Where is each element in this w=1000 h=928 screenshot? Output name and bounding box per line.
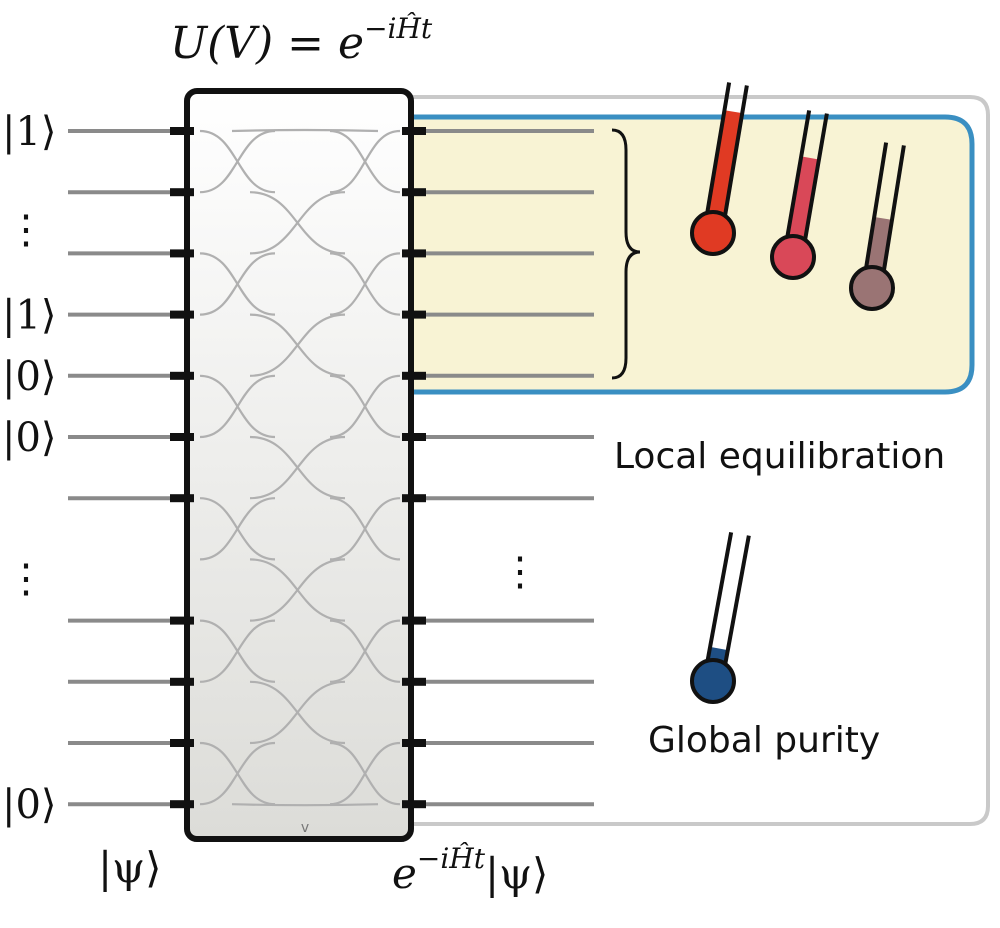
thermometer-bulb [770, 234, 816, 280]
thermometer-tube [722, 85, 749, 218]
input-state-label: |0⟩ [2, 415, 57, 461]
output-port [402, 127, 426, 135]
braid-strand [329, 374, 401, 439]
braid-strand [231, 803, 379, 807]
braid-strand [249, 680, 346, 745]
unitary-formula-exponent: −iĤt [364, 12, 433, 45]
braid-strand [199, 252, 276, 316]
braid-strand [329, 129, 401, 194]
thermometer-bulb [690, 658, 736, 704]
input-state-label: |1⟩ [2, 293, 57, 339]
evolved-state-exponent: −iĤt [417, 842, 486, 875]
output-port [402, 188, 426, 197]
output-port [402, 249, 426, 258]
braid-crossings [199, 128, 401, 807]
braid-strand [249, 313, 346, 377]
braid-strand [329, 252, 401, 316]
unitary-formula: U(V) = e−iĤt [170, 12, 433, 69]
braid-strand [329, 497, 401, 561]
output-port [402, 494, 426, 503]
input-port [170, 739, 194, 747]
thermometer-pink [770, 110, 829, 280]
output-port [402, 371, 426, 380]
thermometer-tube [723, 535, 751, 666]
thermometer-bulb [690, 210, 736, 256]
output-port [402, 677, 426, 686]
wire-ports [170, 127, 426, 809]
local-equilibration-label: Local equilibration [614, 436, 945, 477]
output-wires [408, 129, 594, 807]
thermometer-bulb [849, 265, 895, 311]
thermometer-tube [705, 532, 734, 663]
output-port [402, 310, 426, 319]
braid-strand [231, 128, 379, 133]
output-port [402, 433, 426, 441]
thermometer-tube [863, 142, 889, 270]
local-subsystem-border [410, 114, 975, 395]
input-state-labels: |1⟩ ⋮ |1⟩ |0⟩ |0⟩ ⋮ |0⟩ [2, 109, 57, 828]
braid-strand [329, 619, 401, 683]
thermometer-tube [802, 113, 829, 242]
input-port [170, 800, 194, 809]
thermometer-fill [707, 110, 743, 217]
braid-strand [199, 129, 276, 194]
output-port [402, 616, 426, 625]
input-state-label: |1⟩ [2, 109, 57, 155]
input-port [170, 188, 194, 197]
evolved-state-label: e−iĤt|ψ⟩ [392, 842, 548, 898]
local-subsystem-region [410, 117, 972, 392]
thermometer-red [690, 82, 749, 256]
input-wires [68, 129, 190, 807]
box-bottom-mark: v [301, 820, 309, 836]
braid-strand [199, 619, 276, 683]
input-port [170, 310, 194, 319]
thermometer-tube [881, 145, 906, 272]
input-port [170, 249, 194, 258]
input-port [170, 371, 194, 380]
braid-strand [249, 191, 346, 255]
input-port [170, 494, 194, 503]
output-port [402, 739, 426, 747]
thermometer-mauve [849, 142, 906, 311]
output-ellipsis: ⋮ [500, 549, 540, 595]
input-ellipsis: ⋮ [6, 207, 46, 253]
output-port [402, 800, 426, 809]
input-ellipsis: ⋮ [6, 556, 46, 602]
global-purity-label: Global purity [648, 720, 880, 761]
braid-strand [199, 741, 276, 806]
thermometer-blue [690, 532, 751, 704]
thermometer-tube [785, 110, 812, 239]
braid-strand [199, 374, 276, 439]
input-port [170, 616, 194, 625]
braid-strand [199, 497, 276, 561]
input-port [170, 677, 194, 686]
input-port [170, 433, 194, 441]
thermometer-tube [705, 82, 732, 215]
initial-state-label: |ψ⟩ [98, 843, 161, 892]
braid-strand [249, 558, 346, 622]
input-port [170, 127, 194, 135]
subsystem-brace-large [611, 128, 641, 380]
braid-strand [249, 435, 346, 500]
thermometers [690, 82, 906, 704]
input-state-label: |0⟩ [2, 354, 57, 400]
global-system-outline [410, 95, 990, 826]
input-state-label: |0⟩ [2, 782, 57, 828]
thermometer-fill [787, 156, 819, 241]
braid-strand [329, 741, 401, 806]
